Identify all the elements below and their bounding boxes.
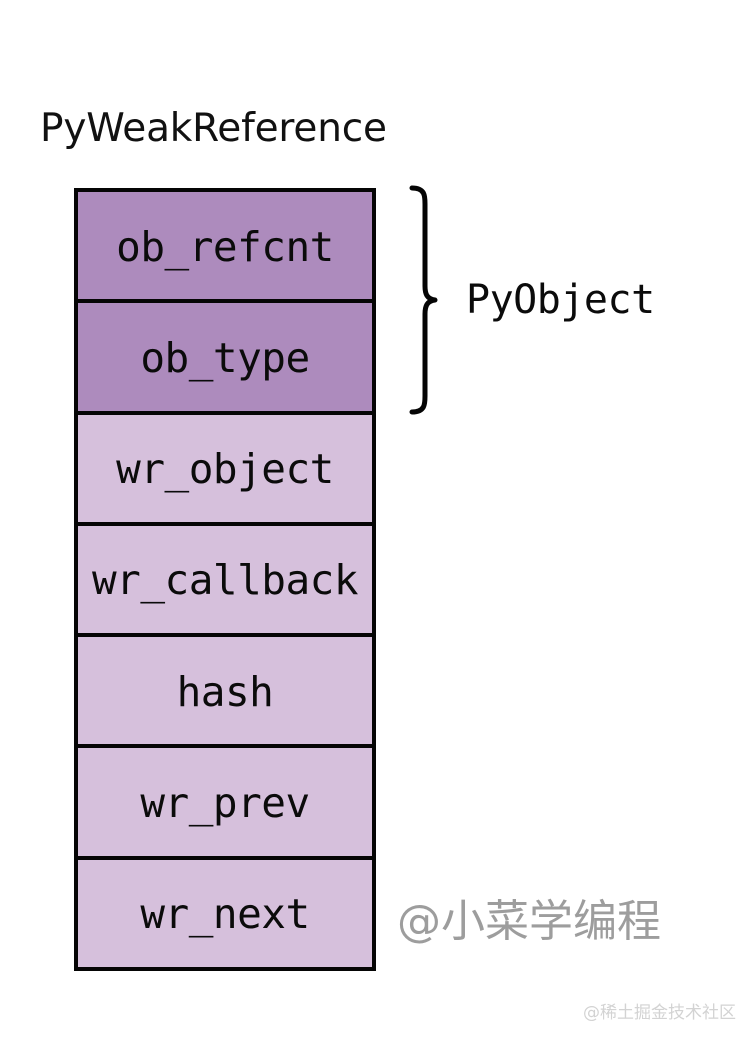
page-title: PyWeakReference	[40, 106, 387, 151]
struct-field-label: wr_next	[140, 890, 310, 939]
site-watermark: @稀土掘金技术社区	[583, 1003, 736, 1023]
struct-field-ob-type: ob_type	[78, 303, 372, 415]
struct-field-label: ob_refcnt	[116, 222, 334, 271]
struct-field-label: wr_callback	[91, 556, 359, 605]
author-watermark: @小菜学编程	[397, 896, 661, 947]
struct-field-ob-refcnt: ob_refcnt	[78, 192, 372, 304]
pyobject-label: PyObject	[466, 277, 655, 323]
struct-field-label: hash	[176, 667, 274, 716]
struct-field-hash: hash	[78, 637, 372, 749]
pyobject-group-annotation: PyObject	[404, 182, 704, 418]
struct-field-wr-next: wr_next	[78, 859, 372, 967]
struct-field-table: ob_refcnt ob_type wr_object wr_callback …	[74, 188, 376, 971]
struct-field-label: wr_object	[116, 445, 334, 494]
struct-field-label: wr_prev	[140, 779, 310, 828]
struct-field-wr-prev: wr_prev	[78, 748, 372, 860]
curly-brace-right-icon	[409, 185, 438, 415]
struct-field-label: ob_type	[140, 333, 310, 382]
struct-field-wr-callback: wr_callback	[78, 525, 372, 638]
struct-field-wr-object: wr_object	[78, 414, 372, 526]
